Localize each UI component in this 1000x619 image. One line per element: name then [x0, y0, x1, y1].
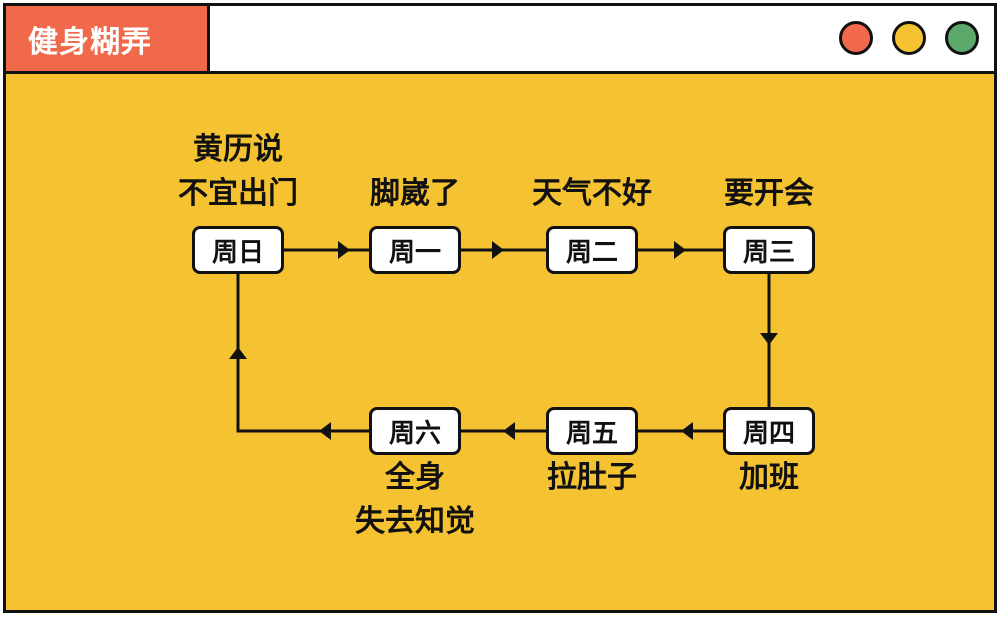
- note-monday: 脚崴了: [370, 176, 460, 211]
- arrow-head: [503, 422, 515, 440]
- minimize-button[interactable]: [892, 21, 926, 55]
- node-sunday[interactable]: 周日: [192, 226, 284, 274]
- arrow-head: [681, 422, 693, 440]
- node-monday[interactable]: 周一: [369, 226, 461, 274]
- arrow-head: [760, 333, 778, 345]
- arrow-head: [319, 422, 331, 440]
- arrow-head: [229, 347, 247, 359]
- arrow-head: [492, 241, 504, 259]
- diagram-canvas: 周日 周一 周二 周三 周四 周五 周六 黄历说不宜出门 脚崴了 天气不好 要开…: [3, 3, 1000, 619]
- note-wednesday: 要开会: [724, 176, 814, 211]
- node-thursday[interactable]: 周四: [723, 407, 815, 455]
- note-thursday: 加班: [739, 460, 799, 495]
- flow-connectors: [229, 241, 778, 440]
- node-friday[interactable]: 周五: [546, 407, 638, 455]
- note-saturday: 全身失去知觉: [355, 460, 475, 539]
- node-wednesday[interactable]: 周三: [723, 226, 815, 274]
- edge-sat-sun: [236, 274, 369, 433]
- window-title: 健身糊弄: [6, 6, 210, 71]
- node-tuesday[interactable]: 周二: [546, 226, 638, 274]
- title-bar: 健身糊弄: [6, 6, 994, 74]
- close-button[interactable]: [839, 21, 873, 55]
- note-tuesday: 天气不好: [532, 176, 652, 211]
- note-friday: 拉肚子: [547, 460, 637, 495]
- app-window: 健身糊弄: [3, 3, 997, 613]
- note-sunday: 黄历说不宜出门: [178, 132, 298, 211]
- arrow-head: [338, 241, 350, 259]
- node-saturday[interactable]: 周六: [369, 407, 461, 455]
- arrow-head: [674, 241, 686, 259]
- maximize-button[interactable]: [945, 21, 979, 55]
